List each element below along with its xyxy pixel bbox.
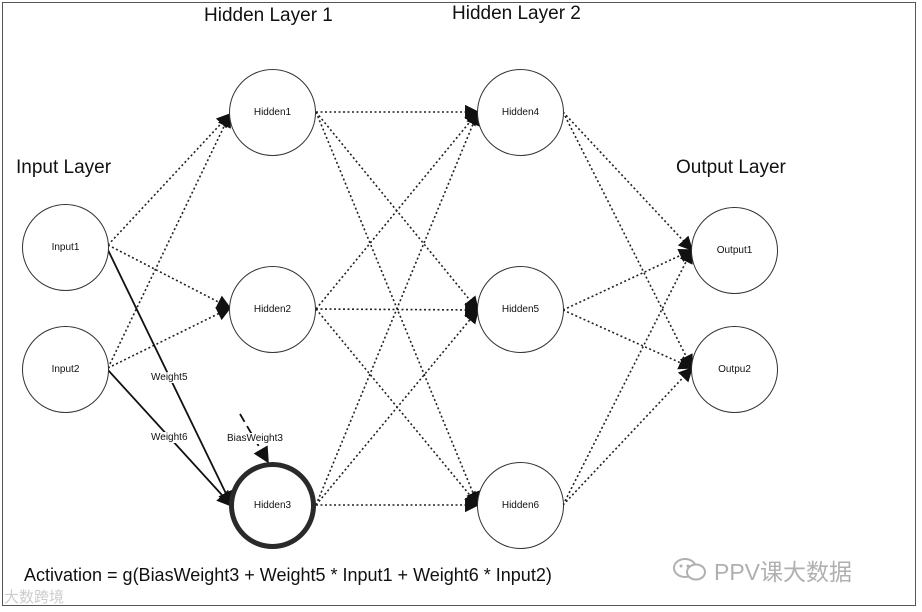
chat-bubble-icon <box>673 558 706 581</box>
edge-hidden3-hidden4 <box>315 110 480 506</box>
watermark-left-text: 大数跨境 <box>4 589 65 606</box>
watermark-right: PPV课大数据 <box>672 553 852 587</box>
watermark-left: 大数跨境 <box>4 586 64 607</box>
edge-input2-hidden2 <box>107 307 232 369</box>
node-input1: Input1 <box>22 204 109 291</box>
node-hidden1: Hidden1 <box>229 69 316 156</box>
edge-input1-hidden2 <box>107 244 232 309</box>
node-input2: Input2 <box>22 326 109 413</box>
node-hidden4: Hidden4 <box>477 69 564 156</box>
node-hidden2: Hidden2 <box>229 266 316 353</box>
edge-hidden5-output1 <box>562 248 694 311</box>
node-hidden5: Hidden5 <box>477 266 564 353</box>
edge-input2-hidden1 <box>107 112 231 369</box>
weight5-label: Weight5 <box>150 372 189 383</box>
edge-hidden6-output2 <box>562 366 693 506</box>
weight6-label: Weight6 <box>150 432 189 443</box>
bias-weight3-label: BiasWeight3 <box>226 433 284 444</box>
edge-hidden2-hidden4 <box>315 110 479 310</box>
layer-title-input: Input Layer <box>16 157 112 178</box>
node-hidden6: Hidden6 <box>477 462 564 549</box>
activation-formula: Activation = g(BiasWeight3 + Weight5 * I… <box>24 565 552 585</box>
layer-title-hidden2: Hidden Layer 2 <box>452 3 581 24</box>
layer-title-output: Output Layer <box>676 157 786 178</box>
edge-input1-hidden1 <box>107 112 231 246</box>
edge-hidden6-output1 <box>562 248 693 506</box>
node-output1: Output1 <box>691 207 778 294</box>
node-output2: Outpu2 <box>691 326 778 413</box>
bias-arrow <box>239 413 269 464</box>
edge-hidden3-hidden5 <box>315 308 479 506</box>
node-hidden3: Hidden3 <box>229 462 316 549</box>
edge-hidden4-output1 <box>562 111 693 252</box>
edge-hidden4-output2 <box>562 111 693 370</box>
diagram-frame <box>2 2 916 606</box>
watermark-right-text: PPV课大数据 <box>714 559 853 585</box>
layer-title-hidden1: Hidden Layer 1 <box>204 5 333 26</box>
edge-hidden5-output2 <box>562 309 694 370</box>
